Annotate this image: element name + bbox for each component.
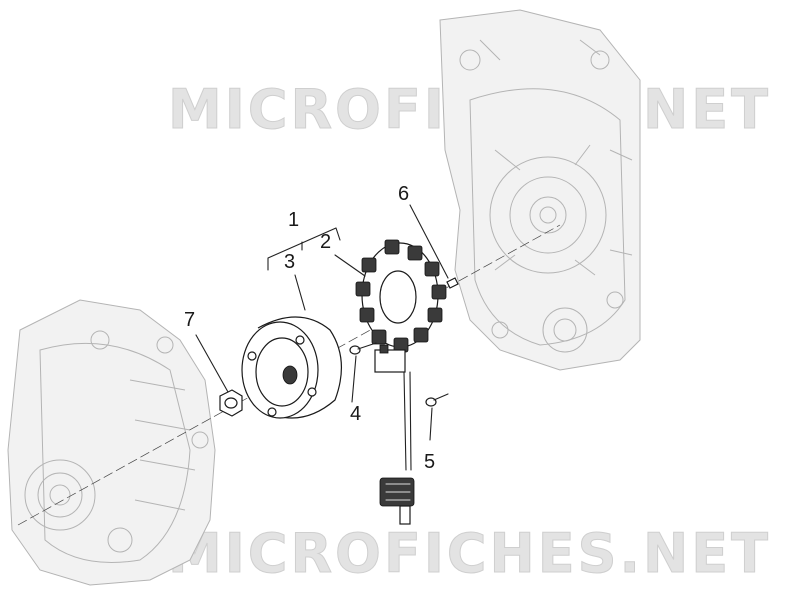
callout-5: 5 [424, 451, 435, 473]
part-7-nut [219, 389, 243, 417]
part-5-screw [425, 393, 449, 407]
leader-3 [294, 274, 306, 311]
crankcase-cover-left [7, 299, 216, 586]
watermark-bottom: MICROFICHES.NET [168, 522, 771, 585]
callout-2: 2 [320, 231, 331, 253]
leader-2 [334, 254, 366, 277]
callout-6: 6 [398, 183, 409, 205]
part-6-key [446, 277, 459, 289]
part-2-stator [355, 239, 447, 353]
callout-3: 3 [284, 251, 295, 273]
wiring-harness [374, 344, 415, 525]
callout-4: 4 [350, 403, 361, 425]
leader-6 [409, 204, 449, 279]
callout-1: 1 [288, 209, 299, 231]
leader-5 [429, 407, 433, 441]
callout-7: 7 [184, 309, 195, 331]
part-4-screw [349, 342, 377, 355]
part-3-flywheel [241, 316, 343, 419]
leader-4 [351, 355, 357, 403]
leader-7 [195, 334, 229, 393]
crankcase-right [439, 9, 641, 371]
leader-lines [195, 204, 449, 441]
